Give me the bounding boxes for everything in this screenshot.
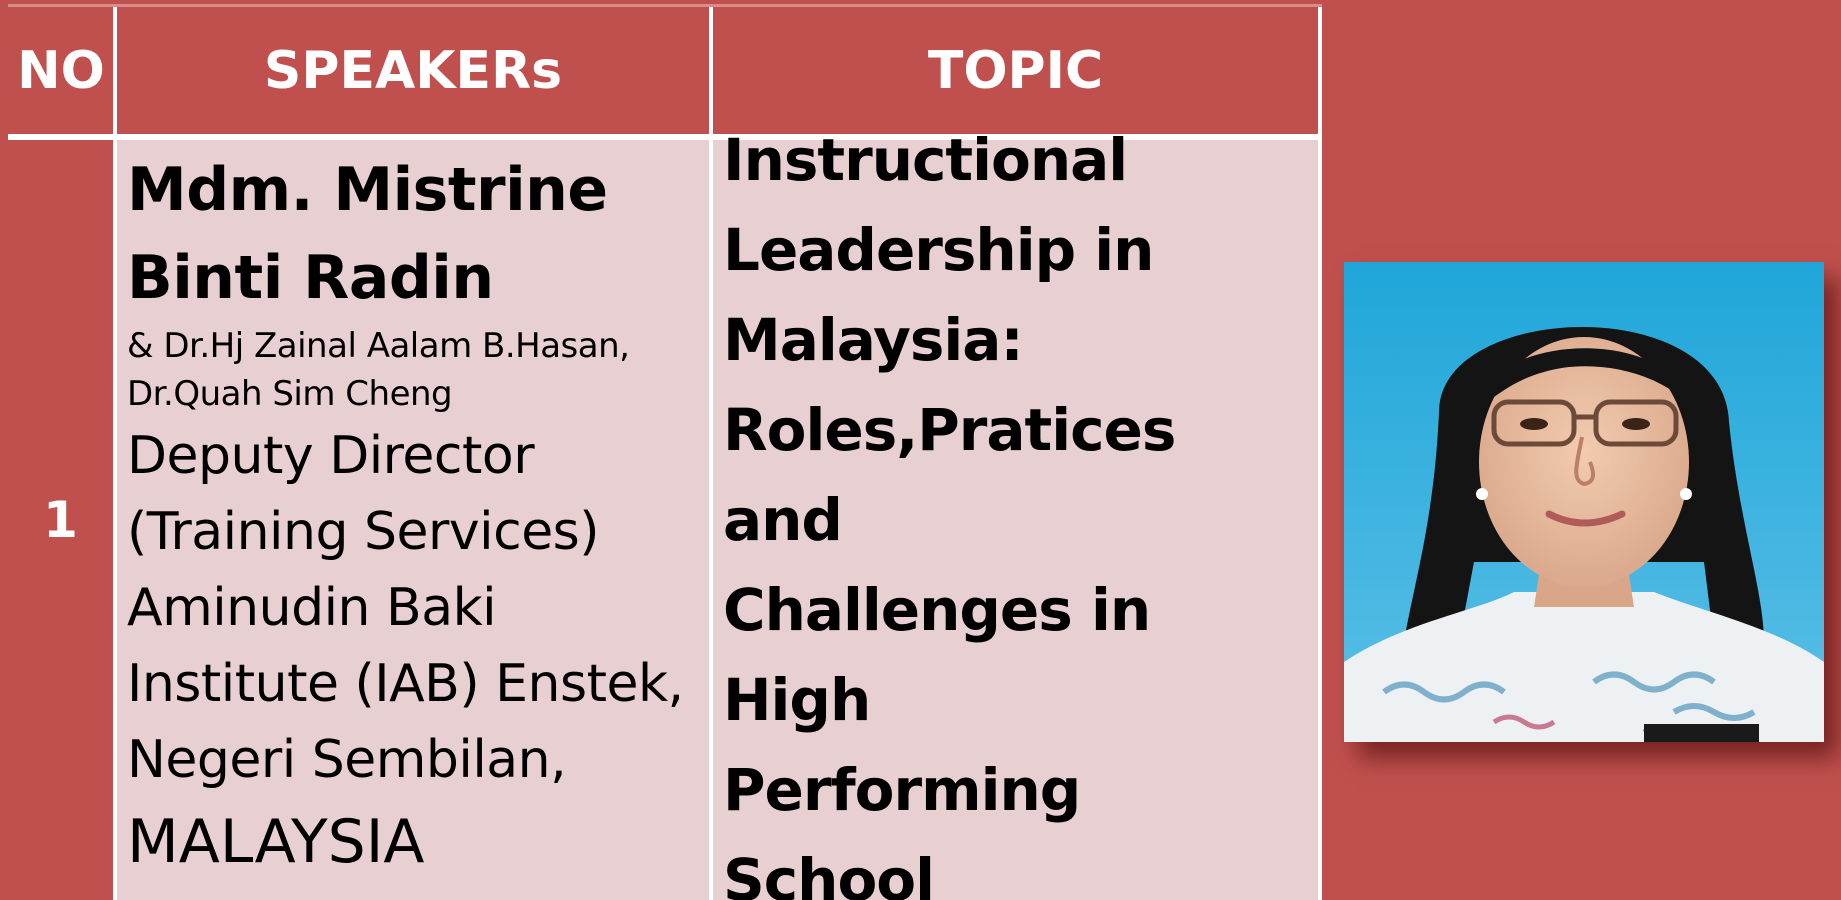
speaker-country: MALAYSIA [127, 807, 425, 877]
row-number: 1 [43, 491, 78, 549]
topic-line5: Challenges in High [723, 576, 1151, 734]
topic-line2: Leadership in [723, 216, 1154, 284]
speaker-cell: Mdm. Mistrine Binti Radin & Dr.Hj Zainal… [117, 140, 709, 900]
speaker-name-line1: Mdm. Mistrine [127, 155, 608, 225]
co-speakers-line1: & Dr.Hj Zainal Aalam B.Hasan, [127, 326, 630, 366]
topic-line6: Performing School [723, 756, 1081, 900]
grid-line-v1 [113, 6, 117, 900]
topic-line3: Malaysia: [723, 306, 1024, 374]
speaker-portrait-image [1344, 262, 1824, 742]
grid-line-v3 [1318, 6, 1322, 900]
topic-cell: Instructional Leadership in Malaysia: Ro… [713, 126, 1318, 900]
speaker-role-line5: Negeri Sembilan, [127, 730, 567, 790]
speaker-role-line2: (Training Services) [127, 502, 600, 562]
header-topic-label: TOPIC [927, 41, 1104, 101]
speaker-role-line4: Institute (IAB) Enstek, [127, 654, 684, 714]
speaker-role-line1: Deputy Director [127, 426, 535, 486]
grid-line-h1 [8, 134, 1322, 140]
speaker-role-line3: Aminudin Baki [127, 578, 497, 638]
row-number-cell: 1 [8, 140, 113, 900]
grid-line-top [8, 4, 1322, 7]
header-topic: TOPIC [713, 8, 1318, 134]
header-speakers: SPEAKERs [117, 8, 709, 134]
header-no: NO [8, 8, 114, 134]
header-no-label: NO [17, 41, 105, 101]
speaker-name-line2: Binti Radin [127, 243, 494, 313]
topic-line4: Roles,Pratices and [723, 396, 1176, 554]
topic-line1: Instructional [723, 126, 1128, 194]
header-speakers-label: SPEAKERs [263, 41, 563, 101]
co-speakers-line2: Dr.Quah Sim Cheng [127, 374, 453, 414]
grid-line-v2 [709, 6, 713, 900]
topic-text: Instructional Leadership in Malaysia: Ro… [723, 115, 1310, 900]
speaker-photo [1344, 262, 1824, 742]
